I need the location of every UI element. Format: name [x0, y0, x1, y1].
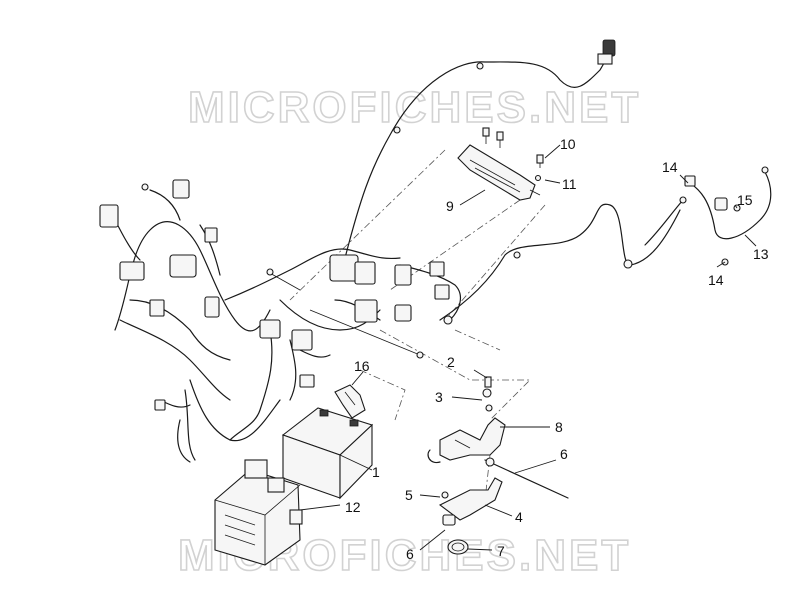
callout-10: 10 — [560, 136, 576, 152]
wiring-harness — [99, 179, 462, 463]
part-7-clamp — [442, 514, 469, 555]
callout-8: 8 — [555, 419, 563, 435]
part-13-sensor-cable — [644, 166, 772, 266]
callout-13: 13 — [753, 246, 769, 262]
callout-11: 11 — [562, 176, 577, 192]
callout-9: 9 — [446, 198, 454, 214]
callout-16: 16 — [354, 358, 370, 374]
part-6-rod — [484, 457, 569, 499]
callout-2: 2 — [447, 354, 455, 370]
watermark-top: MICROFICHES.NET — [188, 83, 641, 132]
callout-15: 15 — [737, 192, 753, 208]
right-cable — [439, 203, 681, 321]
callout-6-lower: 6 — [406, 546, 414, 562]
callout-labels: 1 2 3 4 5 6 6 7 8 9 10 11 12 13 14 14 15… — [345, 136, 769, 562]
leader-lines — [299, 144, 757, 551]
part-1-battery — [281, 407, 374, 500]
main-cable — [344, 39, 616, 259]
part-10-11-screws — [482, 127, 544, 182]
part-12-fuse-box — [214, 459, 303, 566]
callout-1: 1 — [372, 464, 380, 480]
callout-14-bottom: 14 — [708, 272, 724, 288]
part-8-switch — [427, 376, 506, 464]
callout-6-rod: 6 — [560, 446, 568, 462]
callout-7: 7 — [497, 543, 505, 559]
assembly-guide-lines — [289, 149, 546, 501]
part-4-bracket — [438, 477, 503, 521]
part-9-control-module — [457, 144, 541, 201]
callout-3: 3 — [435, 389, 443, 405]
callout-14-top: 14 — [662, 159, 678, 175]
callout-5: 5 — [405, 487, 413, 503]
callout-4: 4 — [515, 509, 523, 525]
part-16-clip — [334, 384, 366, 419]
callout-12: 12 — [345, 499, 361, 515]
